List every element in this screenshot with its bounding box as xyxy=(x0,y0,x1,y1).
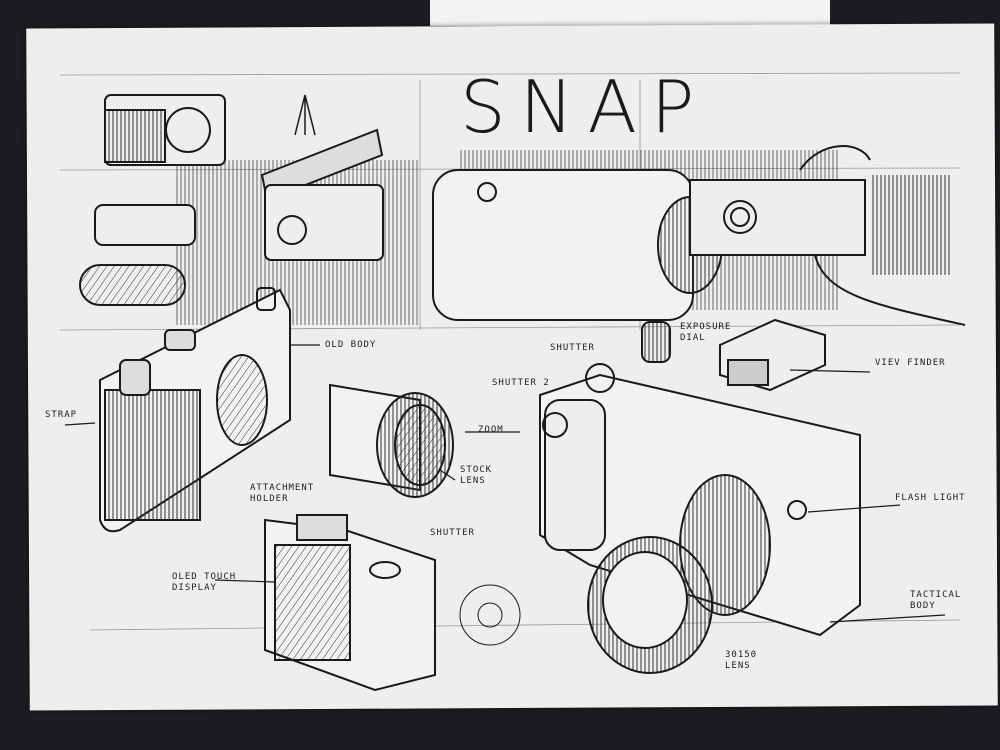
label-view-finder: Viev finder xyxy=(875,358,946,368)
tactical-camera-sketch xyxy=(539,318,861,674)
leader-lines xyxy=(64,344,946,623)
label-flash-light: Flash light xyxy=(895,493,966,503)
label-strap: Strap xyxy=(45,410,78,420)
top-camera-sketch xyxy=(432,145,966,326)
small-camera-sketch xyxy=(104,94,316,166)
label-exposure-dial: Exposure dial xyxy=(680,322,732,343)
snap-title: SNAP xyxy=(460,65,709,149)
stock-lens-sketch xyxy=(329,383,454,498)
flat-parts-sketch xyxy=(79,128,384,306)
label-oled-display: OLED touch display xyxy=(172,572,237,593)
label-attachment-holder: Attachment holder xyxy=(250,483,315,504)
hatch-background-right xyxy=(870,175,950,275)
label-shutter-top: Shutter xyxy=(550,343,595,353)
label-stock-lens: Stock lens xyxy=(460,465,493,486)
paper-sheet-behind xyxy=(430,0,830,26)
old-body-camera-sketch xyxy=(99,287,291,533)
label-30150-lens: 30150 lens xyxy=(725,650,758,671)
label-shutter-bottom: Shutter xyxy=(430,528,475,538)
label-old-body: Old body xyxy=(325,340,377,350)
label-tactical-body: Tactical body xyxy=(910,590,962,611)
label-shutter-2: Shutter 2 xyxy=(492,378,550,388)
label-zoom: Zoom xyxy=(478,425,504,435)
oled-camera-sketch xyxy=(264,514,521,692)
